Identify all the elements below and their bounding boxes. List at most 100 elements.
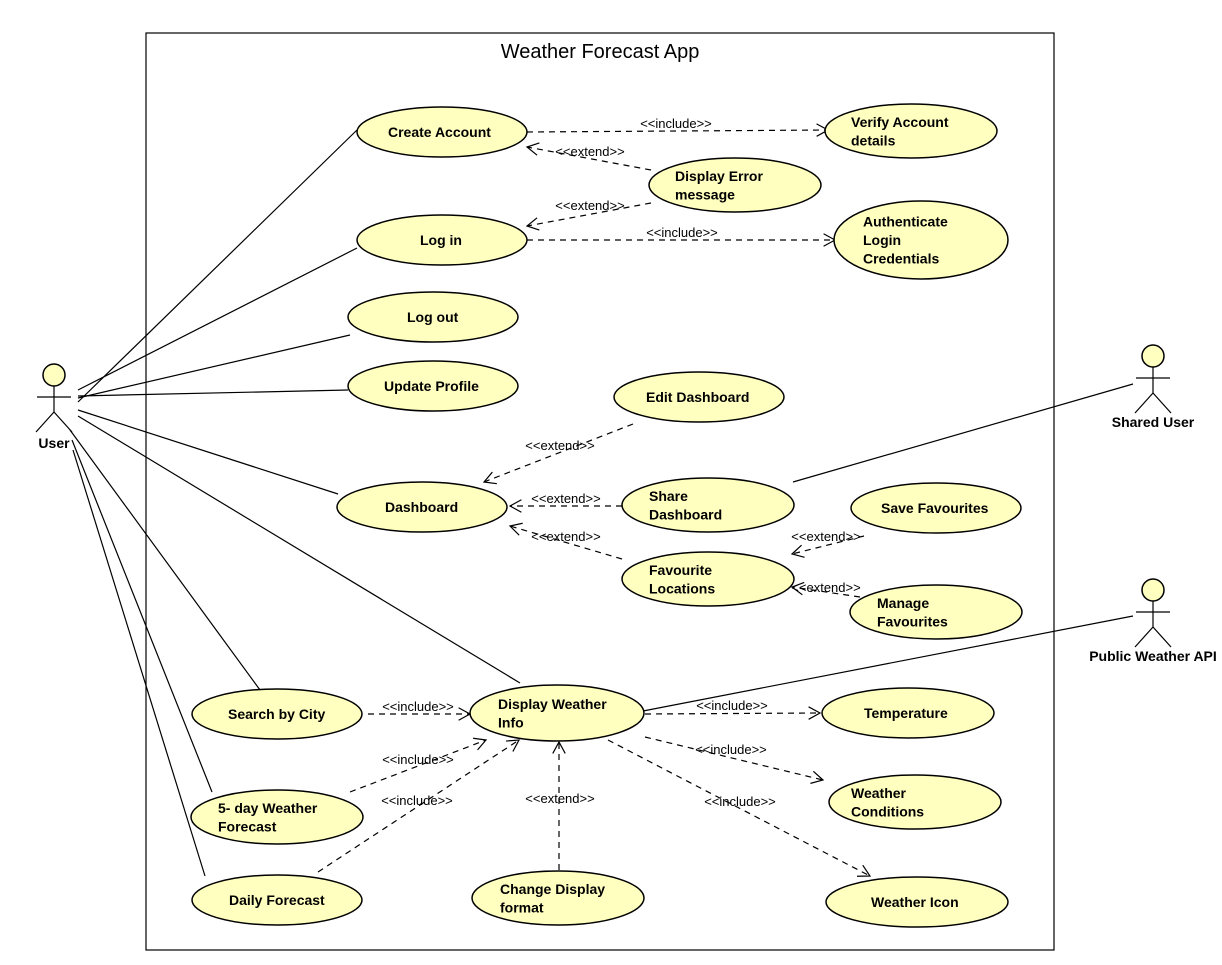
extend-relationship: <<extend>> [525,198,652,231]
actor-label: User [38,435,70,451]
association-line [77,389,349,397]
extend-relationship: <<extend>> [790,580,861,598]
use-case-label: Login [863,232,901,248]
stereotype-label: <<extend>> [555,198,624,213]
use-case-ellipse [824,103,998,159]
use-case-label: Search by City [228,706,325,722]
use-case-label: Edit Dashboard [646,389,749,405]
include-relationship: <<include>> [368,699,472,721]
arrowhead-icon [856,864,872,877]
dependency-line [791,535,865,555]
arrowhead-icon [505,739,521,752]
use-case-label: 5- day Weather [218,800,318,816]
use-case-log-out[interactable]: Log out [347,291,519,343]
use-case-ellipse [828,774,1002,830]
use-case-ellipse [613,371,785,423]
use-case-label: Dashboard [385,499,458,515]
actor-label: Public Weather API [1089,648,1217,664]
arrowhead-icon [810,770,825,784]
dependency-line [644,712,821,715]
association-line [77,129,358,403]
use-case-ellipse [850,482,1022,534]
use-case-ellipse [347,291,519,343]
stereotype-label: <<extend>> [531,529,600,544]
use-case-ellipse [190,789,364,845]
use-case-change-display[interactable]: Change Display format [471,870,645,926]
association-line [77,409,339,495]
use-case-label: Create Account [388,124,491,140]
use-case-label: Temperature [864,705,948,721]
stereotype-label: <<include>> [695,742,767,757]
stereotype-label: <<extend>> [791,529,860,544]
stereotype-label: <<include>> [646,225,718,240]
stereotype-label: <<extend>> [525,438,594,453]
use-case-ellipse [356,106,528,158]
use-case-ellipse [191,688,363,740]
stereotype-label: <<include>> [640,116,712,131]
use-case-label: Dashboard [649,506,722,522]
use-case-ellipse [336,481,508,533]
use-case-save-favourites[interactable]: Save Favourites [850,482,1022,534]
use-case-label: Weather Icon [871,894,959,910]
use-case-label: Change Display [500,881,605,897]
use-case-label: details [851,132,896,148]
use-case-ellipse [849,584,1023,640]
use-case-ellipse [821,687,995,739]
stereotype-label: <<include>> [382,752,454,767]
use-case-label: format [500,899,544,915]
extend-relationship: <<extend>> [482,423,634,485]
extend-relationship: <<extend>> [525,740,595,870]
use-case-temperature[interactable]: Temperature [821,687,995,739]
dependency-line [644,736,824,781]
use-case-ellipse [347,360,519,412]
use-case-label: Daily Forecast [229,892,325,908]
stereotype-label: <<extend>> [531,491,600,506]
include-relationship: <<include>> [527,225,837,247]
stereotype-label: <<include>> [696,698,768,713]
use-case-dashboard[interactable]: Dashboard [336,481,508,533]
include-relationship: <<include>> [607,739,872,877]
association-line [77,334,351,399]
system-boundary [145,32,1055,951]
association-line [642,615,1134,712]
include-relationship: <<include>> [317,739,521,873]
use-case-label: Forecast [218,818,277,834]
arrowhead-icon [508,522,523,536]
actor-shared-user: Shared User [1112,344,1195,430]
arrowhead-icon [790,544,805,558]
use-case-create-account[interactable]: Create Account [356,106,528,158]
dependency-line [483,423,634,483]
association-line [77,247,358,391]
use-case-daily-forecast[interactable]: Daily Forecast [191,874,363,926]
include-relationship: <<include>> [349,737,488,793]
arrowhead-icon [482,471,497,485]
system-title: Weather Forecast App [501,41,700,63]
extend-relationship: <<extend>> [790,529,865,558]
use-case-ellipse [356,214,528,266]
use-case-ellipse [191,874,363,926]
use-case-edit-dashboard[interactable]: Edit Dashboard [613,371,785,423]
use-case-log-in[interactable]: Log in [356,214,528,266]
include-relationship: <<include>> [644,736,825,784]
actor-public-api: Public Weather API [1089,578,1217,664]
association-line [77,415,521,684]
use-case-label: Log in [420,232,462,248]
use-case-weather-icon[interactable]: Weather Icon [825,876,1009,928]
use-case-label: Locations [649,580,715,596]
use-case-search-by-city[interactable]: Search by City [191,688,363,740]
use-case-update-profile[interactable]: Update Profile [347,360,519,412]
stereotype-label: <<extend>> [791,580,860,595]
include-relationship: <<include>> [644,698,822,720]
use-case-label: message [675,186,735,202]
actor-head-icon [1141,344,1165,368]
